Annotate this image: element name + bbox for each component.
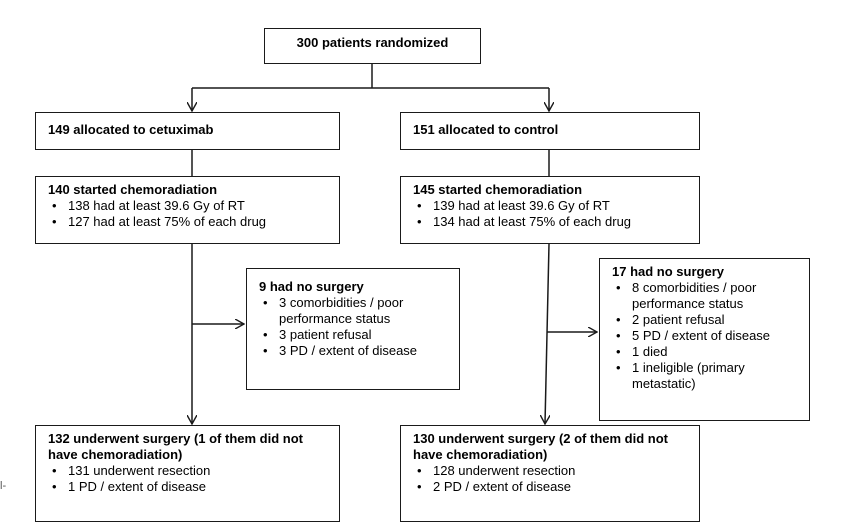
- list-item: 138 had at least 39.6 Gy of RT: [48, 198, 331, 214]
- list-item: 127 had at least 75% of each drug: [48, 214, 331, 230]
- list-item: 1 PD / extent of disease: [48, 479, 331, 495]
- control-no-surgery-box: 17 had no surgery 8 comorbidities / poor…: [599, 258, 810, 421]
- cetuximab-started-title: 140 started chemoradiation: [48, 182, 218, 197]
- cetuximab-allocation-box: 149 allocated to cetuximab: [35, 112, 340, 150]
- cetuximab-no-surgery-title: 9 had no surgery: [259, 279, 364, 294]
- control-no-surgery-title: 17 had no surgery: [612, 264, 724, 279]
- cetuximab-started-box: 140 started chemoradiation 138 had at le…: [35, 176, 340, 244]
- control-started-box: 145 started chemoradiation 139 had at le…: [400, 176, 700, 244]
- control-surgery-box: 130 underwent surgery (2 of them did not…: [400, 425, 700, 522]
- cetuximab-allocation-title: 149 allocated to cetuximab: [48, 122, 214, 137]
- list-item: 3 PD / extent of disease: [259, 343, 451, 359]
- arrow-right-to-surgery: [545, 243, 549, 424]
- control-surgery-title: 130 underwent surgery (2 of them did not…: [413, 431, 668, 462]
- list-item: 3 patient refusal: [259, 327, 451, 343]
- control-started-title: 145 started chemoradiation: [413, 182, 583, 197]
- list-item: 5 PD / extent of disease: [612, 328, 801, 344]
- list-item: 131 underwent resection: [48, 463, 331, 479]
- randomized-box: 300 patients randomized: [264, 28, 481, 64]
- list-item: 8 comorbidities / poor performance statu…: [612, 280, 801, 312]
- list-item: 1 ineligible (primary metastatic): [612, 360, 801, 392]
- randomized-title: 300 patients randomized: [296, 35, 449, 50]
- list-item: 3 comorbidities / poor performance statu…: [259, 295, 451, 327]
- control-allocation-title: 151 allocated to control: [413, 122, 559, 137]
- list-item: 2 patient refusal: [612, 312, 801, 328]
- list-item: 1 died: [612, 344, 801, 360]
- cetuximab-surgery-title: 132 underwent surgery (1 of them did not…: [48, 431, 303, 462]
- list-item: 134 had at least 75% of each drug: [413, 214, 691, 230]
- list-item: 2 PD / extent of disease: [413, 479, 691, 495]
- control-allocation-box: 151 allocated to control: [400, 112, 700, 150]
- cetuximab-surgery-box: 132 underwent surgery (1 of them did not…: [35, 425, 340, 522]
- margin-mark: l-: [0, 480, 7, 492]
- list-item: 139 had at least 39.6 Gy of RT: [413, 198, 691, 214]
- cetuximab-no-surgery-box: 9 had no surgery 3 comorbidities / poor …: [246, 268, 460, 390]
- list-item: 128 underwent resection: [413, 463, 691, 479]
